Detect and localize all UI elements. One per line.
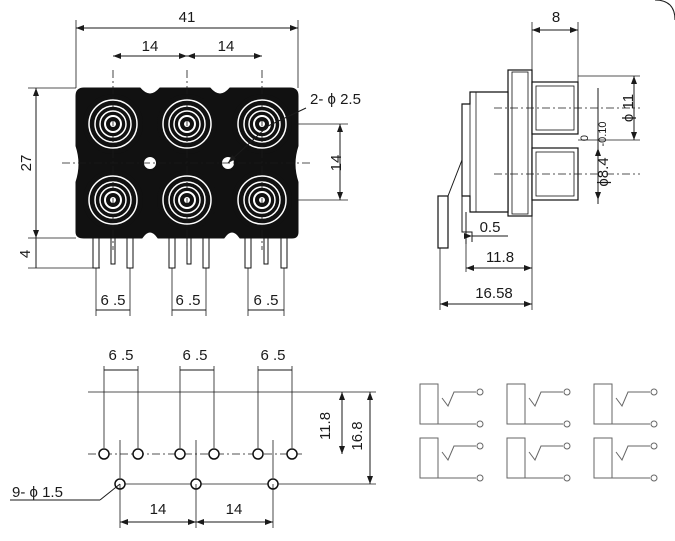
dim-front-pitch-left: 14 [142, 38, 159, 55]
front-pin-4 [202, 237, 210, 269]
side-view: 8 ϕ 11 ϕ8.4 0 -0.10 0.5 11.8 16.58 [437, 9, 640, 310]
front-pin-center-2 [186, 237, 192, 265]
front-pin-5 [244, 237, 252, 269]
dim-side-tol-lower: -0.10 [597, 121, 609, 146]
front-pin-3 [168, 237, 176, 269]
dim-pcb-pin-1: 6 .5 [108, 347, 133, 364]
pcb-hole-top-3 [174, 448, 186, 460]
callout-pcb-holes: 9- ϕ 1.5 [12, 484, 63, 501]
dim-front-pin-2: 6 .5 [175, 292, 200, 309]
front-pin-dim-3 [247, 268, 285, 316]
front-pin-dim-1 [95, 268, 131, 316]
front-pin-2 [126, 237, 134, 269]
dim-pcb-pin-2: 6 .5 [182, 347, 207, 364]
dim-pcb-pitch-left: 14 [150, 501, 167, 518]
dim-front-pitch-right: 14 [218, 38, 235, 55]
front-pin-dim-2 [171, 268, 207, 316]
dim-front-height: 27 [18, 155, 35, 172]
front-view: 41 14 14 27 4 14 2- ϕ 2.5 6 .5 [17, 9, 361, 316]
pcb-hole-top-4 [208, 448, 220, 460]
dim-front-pin-3: 6 .5 [253, 292, 278, 309]
front-pin-1 [92, 237, 100, 269]
front-pins [92, 237, 288, 269]
dim-side-depth-mid: 11.8 [486, 249, 514, 266]
dim-side-outer-dia: ϕ 11 [620, 94, 637, 122]
jack-symbol-6 [593, 437, 658, 482]
dim-pcb-pin-3: 6 .5 [260, 347, 285, 364]
jack-symbol-3 [593, 383, 658, 428]
dim-pcb-pitch-right: 14 [226, 501, 243, 518]
dim-front-pin-1: 6 .5 [100, 292, 125, 309]
dim-front-width: 41 [179, 9, 196, 26]
front-pin-center-3 [263, 237, 269, 265]
jack-symbol-4 [419, 437, 484, 482]
pcb-hole-top-5 [252, 448, 264, 460]
dim-pcb-row-large: 16.8 [349, 421, 366, 450]
dim-side-inner-dia: ϕ8.4 [595, 157, 612, 186]
dim-front-lower: 4 [17, 250, 34, 258]
pcb-layout: 6 .5 6 .5 6 .5 11.8 16.8 9- ϕ 1.5 14 14 [10, 347, 376, 528]
pcb-hole-top-6 [286, 448, 298, 460]
jack-symbol-1 [419, 383, 484, 428]
jack-symbol-2 [506, 383, 571, 428]
pcb-holes [98, 366, 298, 490]
schematic-symbols [419, 383, 658, 482]
dim-side-depth-total: 16.58 [475, 285, 513, 302]
dim-side-plate: 0.5 [480, 219, 501, 236]
front-pin-6 [280, 237, 288, 269]
dim-side-tol-upper: 0 [579, 135, 591, 141]
dim-pcb-row-small: 11.8 [317, 412, 334, 440]
pcb-hole-top-2 [132, 448, 144, 460]
dim-front-row-pitch: 14 [328, 155, 345, 172]
jack-symbol-5 [506, 437, 571, 482]
callout-mount-holes: 2- ϕ 2.5 [310, 91, 361, 108]
front-pin-dims [95, 268, 285, 316]
pcb-hole-top-1 [98, 448, 110, 460]
dim-side-top: 8 [552, 9, 560, 26]
